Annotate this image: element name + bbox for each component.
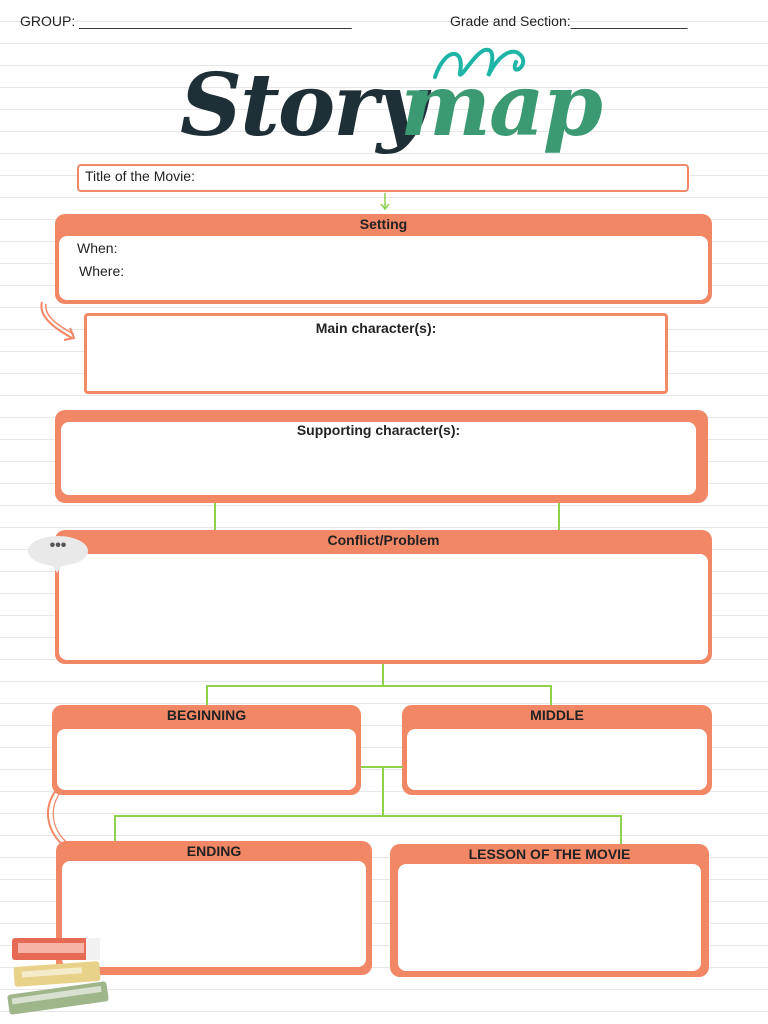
conflict-card: Conflict/Problem [55, 530, 712, 664]
middle-content[interactable] [407, 729, 707, 790]
supporting-characters-card: Supporting character(s): [55, 410, 708, 503]
middle-card: MIDDLE [402, 705, 712, 795]
logo-word-story: Story [180, 55, 424, 156]
arrow-down-icon [378, 193, 392, 211]
middle-heading: MIDDLE [402, 707, 712, 723]
beginning-card: BEGINNING [52, 705, 361, 795]
main-characters-heading: Main character(s): [87, 320, 665, 336]
connector-line [114, 815, 116, 843]
connector-line [114, 815, 622, 817]
grade-section-field-label: Grade and Section:_______________ [450, 13, 687, 29]
ending-heading: ENDING [56, 843, 372, 859]
connector-line [382, 766, 384, 816]
story-map-logo: Story map [180, 40, 580, 175]
beginning-heading: BEGINNING [52, 707, 361, 723]
connector-line [382, 664, 384, 686]
connector-line [206, 685, 208, 707]
logo-word-map: map [400, 55, 601, 156]
connector-line [206, 685, 552, 687]
connector-line [558, 503, 560, 531]
setting-heading: Setting [55, 216, 712, 232]
connector-line [620, 815, 622, 845]
supporting-characters-heading: Supporting character(s): [61, 422, 696, 438]
group-field-label: GROUP: _________________________________… [20, 13, 352, 29]
supporting-characters-content[interactable]: Supporting character(s): [61, 422, 696, 495]
setting-content[interactable]: When: Where: [59, 236, 708, 300]
speech-bubble-dots: ••• [27, 537, 89, 555]
connector-line [214, 503, 216, 531]
curved-arrow-icon [34, 298, 82, 346]
lesson-content[interactable] [398, 864, 701, 971]
conflict-heading: Conflict/Problem [55, 532, 712, 548]
movie-title-field[interactable]: Title of the Movie: [77, 164, 689, 192]
movie-title-label: Title of the Movie: [85, 168, 195, 184]
lesson-heading: LESSON OF THE MOVIE [390, 846, 709, 862]
speech-bubble-icon: ••• [27, 535, 89, 569]
setting-card: Setting When: Where: [55, 214, 712, 304]
books-stack-icon [2, 930, 114, 1016]
setting-where-label: Where: [79, 263, 124, 279]
setting-when-label: When: [77, 240, 117, 256]
lesson-card: LESSON OF THE MOVIE [390, 844, 709, 977]
main-characters-card[interactable]: Main character(s): [84, 313, 668, 394]
connector-line [550, 685, 552, 707]
beginning-content[interactable] [57, 729, 356, 790]
conflict-content[interactable] [59, 554, 708, 660]
